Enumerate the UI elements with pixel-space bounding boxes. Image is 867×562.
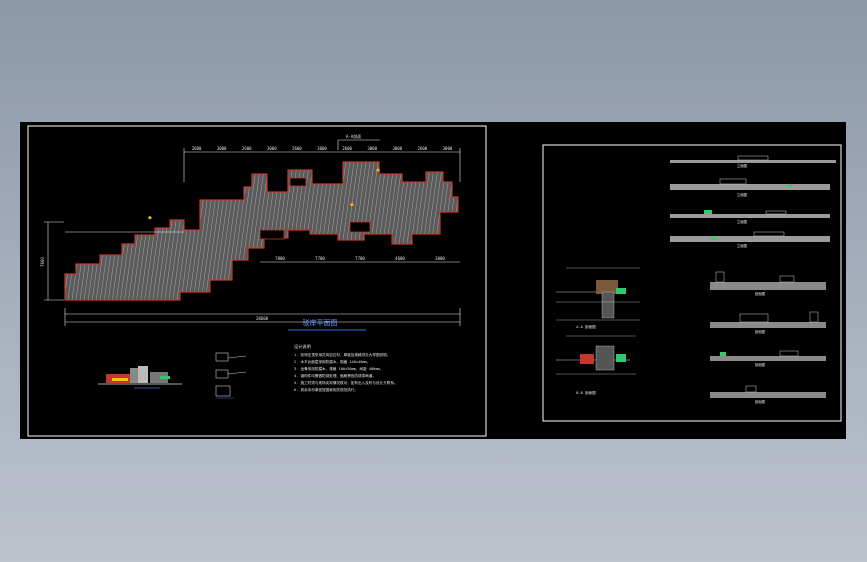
dim-label: 2600 <box>192 146 202 151</box>
marker-icon: ◆ <box>350 202 354 208</box>
detail-label: B-B 剖面图 <box>576 390 596 395</box>
dims-bottom: 7800 7700 7700 4600 3000 <box>275 256 445 261</box>
cad-model-space[interactable]: 2600 3000 2600 3000 2600 3000 2600 3000 3000 2600… <box>20 122 846 439</box>
elevation-label: 立面图 <box>737 192 748 197</box>
marker-icon: ◆ <box>148 215 152 221</box>
dim-label: 7700 <box>355 256 365 261</box>
detail-section-a[interactable] <box>556 267 640 321</box>
elevation-label: 立面图 <box>737 219 748 224</box>
detail-labels: A-A 剖面图 B-B 剖面图 <box>576 324 596 395</box>
planter-cutout <box>349 221 371 233</box>
planter-cutout <box>289 177 307 187</box>
section-label: 剖面图 <box>755 329 766 334</box>
sheet-left-frame <box>27 125 487 437</box>
elevation-sketch[interactable] <box>98 366 182 389</box>
sheet-right-frame <box>542 144 842 422</box>
dim-left: 7600 <box>40 257 45 267</box>
dim-label: 3000 <box>392 146 402 151</box>
sheet-left[interactable]: 2600 3000 2600 3000 2600 3000 2600 3000 3000 2600… <box>27 125 487 437</box>
elevation-label: 立面图 <box>737 243 748 248</box>
elevation-label: 立面图 <box>737 163 748 168</box>
dim-label: 3000 <box>367 146 377 151</box>
dim-label: 3000 <box>443 146 453 151</box>
notes-list: 1. 驳岸压顶采用花岗岩石材，厚度及规格详见大样图说明。 2. 木平台面层采用防腐… <box>294 352 398 392</box>
planter-cutout <box>259 229 285 240</box>
note-line: 3. 龙骨采用防腐木，规格 100×50mm，间距 400mm。 <box>294 366 383 371</box>
notes-title: 设计说明 <box>294 343 311 350</box>
detail-label: A-A 剖面图 <box>576 324 596 329</box>
dim-label: 7700 <box>315 256 325 261</box>
dim-label: 3000 <box>217 146 227 151</box>
section-strips[interactable] <box>710 271 826 398</box>
dim-label: 3000 <box>267 146 277 151</box>
dim-label: 4600 <box>395 256 405 261</box>
section-label: 剖面图 <box>755 291 766 296</box>
dim-total: 28600 <box>256 316 269 321</box>
elevation-strips[interactable] <box>670 155 836 242</box>
note-line: 2. 木平台面层采用防腐木，规格 140×40mm。 <box>294 359 370 364</box>
dim-label: 2600 <box>242 146 252 151</box>
detail-section-b[interactable] <box>556 335 636 375</box>
dim-label: 2600 <box>418 146 428 151</box>
marker-icon: ✱ <box>376 168 381 174</box>
section-callout[interactable]: A-A剖面 <box>346 133 361 139</box>
symbol-legend <box>215 352 247 399</box>
dims-top: 2600 3000 2600 3000 2600 3000 2600 3000 3000 2600… <box>192 146 453 151</box>
dim-label: 2600 <box>292 146 302 151</box>
cad-drawing: 2600 3000 2600 3000 2600 3000 2600 3000 3000 2600… <box>27 125 842 437</box>
note-line: 6. 其余未尽事宜按国家相关规范执行。 <box>294 387 358 392</box>
note-line: 4. 钢构件均需做防锈处理，面刷黑色防锈漆两道。 <box>294 373 376 378</box>
note-line: 5. 施工时须与现场实际情况核对，如有出入及时与设计方联系。 <box>294 380 398 385</box>
dim-label: 7800 <box>275 256 285 261</box>
section-label: 剖面图 <box>755 399 766 404</box>
dim-label: 3000 <box>317 146 327 151</box>
dim-label: 2600 <box>342 146 352 151</box>
section-label: 剖面图 <box>755 362 766 367</box>
note-line: 1. 驳岸压顶采用花岗岩石材，厚度及规格详见大样图说明。 <box>294 352 390 357</box>
dim-label: 3000 <box>435 256 445 261</box>
plan-title: 驳岸平面图 <box>303 319 338 327</box>
dimension-lines <box>44 148 461 326</box>
